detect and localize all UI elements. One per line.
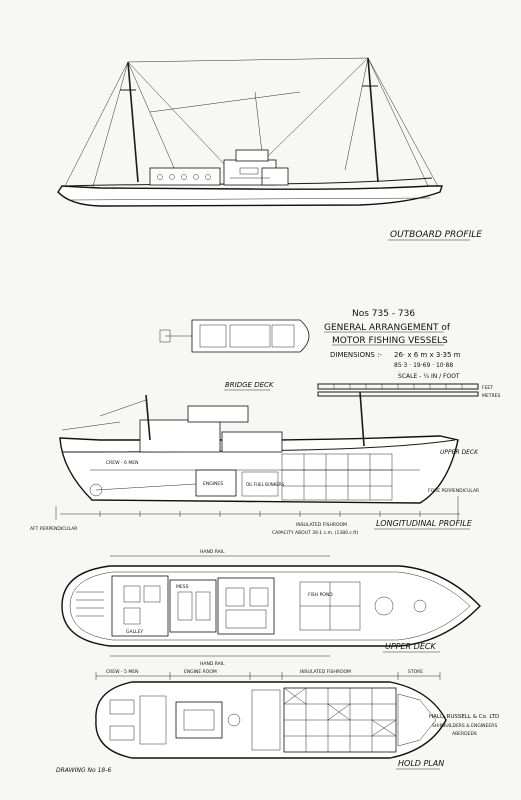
fuel-bunkers-label: OIL FUEL BUNKERS [246, 482, 285, 487]
hand-rail-label-top: HAND RAIL [200, 549, 225, 555]
fishroom-capacity: CAPACITY ABOUT 39.1 c.m. (1380 c.ft) [272, 530, 359, 536]
upper-deck-label: UPPER DECK [385, 642, 436, 651]
hold-plan-label: HOLD PLAN [398, 759, 444, 768]
dimensions-metric: 26· x 6 m x 3·35 m [394, 351, 461, 359]
bridge-deck-label: BRIDGE DECK [225, 381, 275, 389]
title-block: Nos 735 - 736 GENERAL ARRANGEMENT of MOT… [317, 309, 500, 399]
builder-block: HALL, RUSSELL & Co. LTD SHIPBUILDERS & E… [429, 714, 499, 737]
vessel-numbers: Nos 735 - 736 [352, 309, 415, 319]
hand-rail-label-bottom: HAND RAIL [200, 661, 225, 667]
hold-plan-view: CREW - 5 MEN ENGINE ROOM INSULATED FISHR… [95, 669, 447, 770]
scale-bar: FEET METRES [317, 383, 500, 399]
drawing-scale: SCALE - ¼ IN / FOOT [398, 373, 460, 380]
fore-perpendicular-label: FORE PERPENDICULAR [428, 488, 479, 494]
insulated-fishroom-label: INSULATED FISHROOM [296, 522, 347, 528]
fish-pond-label: FISH POND [308, 592, 333, 598]
engine-room-label: ENGINE ROOM [184, 669, 217, 675]
builder-name: HALL, RUSSELL & Co. LTD [429, 714, 499, 720]
drawing-title-line2: MOTOR FISHING VESSELS [332, 336, 448, 346]
crew-5-label: CREW - 5 MEN [106, 669, 138, 675]
scale-metres-label: METRES [482, 393, 500, 399]
hold-fishroom-label: INSULATED FISHROOM [300, 669, 351, 675]
store-label: STORE [408, 669, 423, 675]
scale-feet-label: FEET [482, 385, 493, 391]
engines-label: ENGINES [203, 481, 223, 487]
longitudinal-profile-label: LONGITUDINAL PROFILE [376, 519, 473, 528]
upper-deck-tag: UPPER DECK [440, 449, 479, 456]
longitudinal-profile-view: AFT PERPENDICULAR FORE PERPENDICULAR ENG… [30, 391, 479, 536]
outboard-profile-view: OUTBOARD PROFILE [57, 57, 482, 241]
aft-perpendicular-label: AFT PERPENDICULAR [30, 526, 77, 532]
outboard-profile-label: OUTBOARD PROFILE [390, 230, 482, 240]
builder-trade: SHIPBUILDERS & ENGINEERS [432, 723, 497, 729]
bridge-deck-view: BRIDGE DECK [159, 319, 310, 391]
drawing-title-line1: GENERAL ARRANGEMENT of [324, 323, 451, 333]
crew-6-label: CREW - 6 MEN [106, 460, 138, 466]
builder-city: ABERDEEN [452, 731, 477, 737]
upper-deck-plan-view: GALLEY MESS FISH POND HAND RAIL HAND RAI… [61, 549, 481, 667]
mess-label: MESS [176, 584, 189, 590]
galley-label: GALLEY [126, 629, 143, 635]
dimensions-imperial: 85·3 · 19·69 · 10·88 [394, 362, 453, 369]
dimensions-label: DIMENSIONS :- [330, 351, 382, 359]
drawing-number: DRAWING No 18-6 [56, 767, 111, 774]
